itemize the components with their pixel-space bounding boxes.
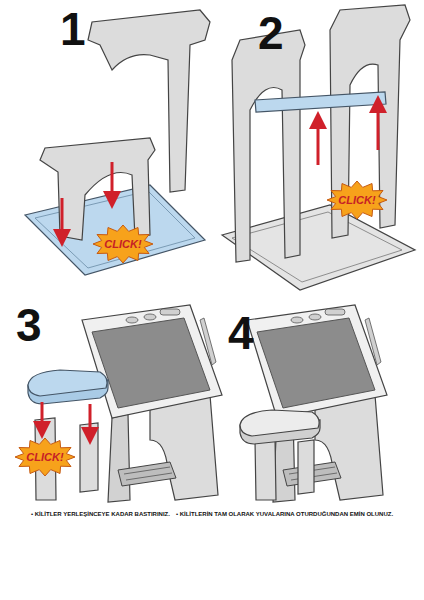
click-text: CLICK! xyxy=(326,180,388,220)
seat-post xyxy=(298,440,314,494)
push-arrow xyxy=(89,404,92,436)
notes-row: • KİLİTLER YERLEŞİNCEYE KADAR BASTIRINIZ… xyxy=(6,510,418,518)
click-burst: CLICK! xyxy=(326,180,388,220)
step-number: 3 xyxy=(16,302,42,348)
tray-rim xyxy=(232,212,402,282)
seat-post xyxy=(255,438,276,500)
desk-assembly xyxy=(82,305,222,502)
burst-shape xyxy=(327,181,387,219)
leg-frame xyxy=(40,138,155,240)
instruction-note: • KİLİTLERİN TAM OLARAK YUVALARINA OTURD… xyxy=(176,510,393,518)
burst-shape xyxy=(15,438,75,476)
base-tray xyxy=(25,185,205,275)
click-burst: CLICK! xyxy=(14,437,76,477)
desk-assembly xyxy=(247,305,387,502)
step-number: 1 xyxy=(60,6,86,52)
instruction-note: • KİLİTLER YERLEŞİNCEYE KADAR BASTIRINIZ… xyxy=(31,510,170,518)
cross-bar xyxy=(255,92,386,112)
click-text: CLICK! xyxy=(14,437,76,477)
step-number: 2 xyxy=(258,10,284,56)
click-burst: CLICK! xyxy=(92,224,154,264)
push-arrow xyxy=(41,402,44,430)
click-text: CLICK! xyxy=(92,224,154,264)
push-arrow xyxy=(61,198,64,238)
seat xyxy=(240,410,319,436)
step-number: 4 xyxy=(228,310,254,356)
push-arrow xyxy=(317,120,320,165)
push-arrow xyxy=(111,162,114,200)
push-arrow xyxy=(377,104,380,150)
seat xyxy=(28,370,107,396)
leg-frame xyxy=(232,30,305,262)
desk-assembly xyxy=(247,305,387,502)
burst-shape xyxy=(93,225,153,263)
